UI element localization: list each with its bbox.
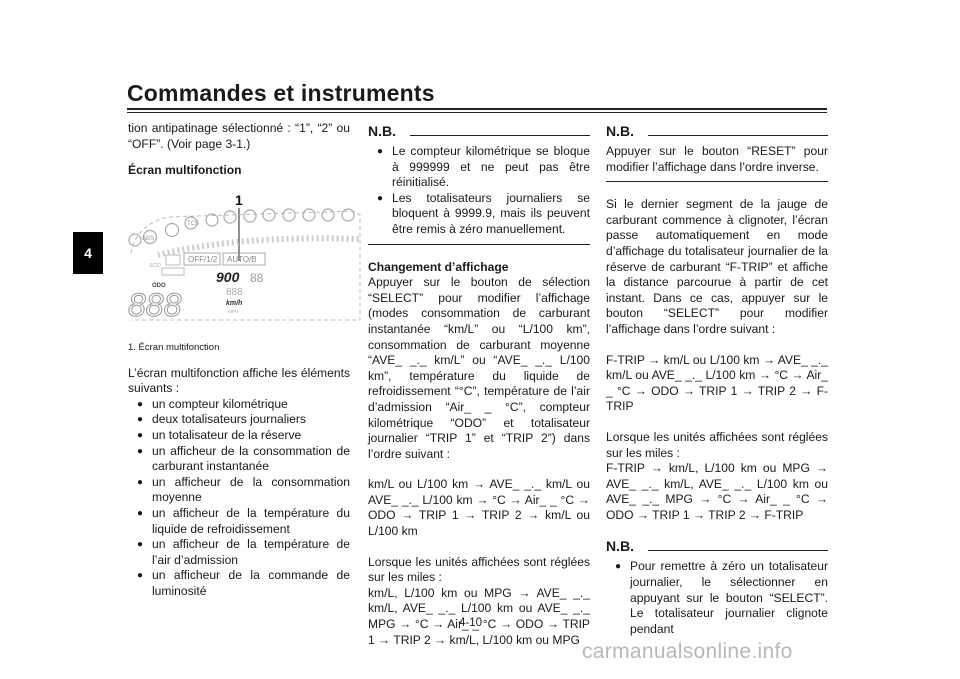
mode-box-2: [222, 252, 266, 266]
column-1-lower: 1. Écran multifonction L’écran multifonc…: [128, 340, 350, 600]
section-heading-ecran: Écran multifonction: [128, 163, 242, 178]
note-text: Appuyer sur le bouton “RESET” pour modif…: [606, 144, 828, 174]
paragraph: km/L ou L/100 km → AVE_ _._ km/L ou AVE_…: [368, 477, 590, 539]
trip-readout: 900: [216, 269, 240, 285]
paragraph: Si le dernier segment de la jauge de car…: [606, 197, 828, 336]
list-item: un afficheur de la température du liquid…: [128, 506, 350, 537]
note-item: Le compteur kilométrique se bloque à 999…: [368, 144, 590, 191]
paragraph: Appuyer sur le bouton de sélection “SELE…: [368, 275, 590, 461]
note-item: Pour remettre à zéro un totalisateur jou…: [606, 559, 828, 637]
svg-text:ABS: ABS: [142, 236, 154, 242]
paragraph: F-TRIP → km/L ou L/100 km → AVE_ _._ km/…: [606, 352, 828, 414]
note-label: N.B.: [368, 123, 396, 139]
page-title: Commandes et instruments: [127, 80, 435, 106]
note-header: N.B.: [606, 539, 828, 553]
list-item: un totalisateur de la réserve: [128, 428, 350, 444]
odo-label: ODO: [152, 283, 166, 289]
note-list: Le compteur kilométrique se bloque à 999…: [368, 144, 590, 238]
figure-caption: 1. Écran multifonction: [128, 342, 220, 353]
svg-text:88: 88: [250, 271, 264, 285]
speed-unit: km/h: [226, 300, 242, 307]
speed-digits: 888: [128, 287, 182, 323]
paragraph: km/L, L/100 km ou MPG → AVE_ _._ km/L, A…: [368, 585, 590, 647]
note-end-rule: [368, 243, 590, 245]
header-rule: [127, 108, 827, 110]
paragraph: Lorsque les unités affichées sont réglée…: [606, 429, 828, 460]
list-item: un afficheur de la consommation moyenne: [128, 475, 350, 506]
multifunction-display-figure: 1 ABS TCS OFF/1/2 AUTO/B 900 88 ODO 888 …: [128, 195, 361, 324]
list-item: un compteur kilométrique: [128, 397, 350, 413]
mode-box-1: [183, 252, 221, 266]
note-list: Pour remettre à zéro un totalisateur jou…: [606, 559, 828, 637]
svg-text:888: 888: [226, 287, 243, 298]
mode-label-1: OFF/1/2: [188, 255, 218, 264]
note-header: N.B.: [606, 124, 828, 138]
header-rule-thin: [127, 112, 827, 113]
column-3: N.B. Appuyer sur le bouton “RESET” pour …: [606, 124, 828, 637]
indicator-lights: [128, 208, 355, 247]
list-item: un afficheur de la commande de luminosit…: [128, 568, 350, 599]
list-item: deux totalisateurs journaliers: [128, 412, 350, 428]
paragraph: Lorsque les unités affichées sont réglée…: [368, 554, 590, 585]
note-item: Les totalisateurs journaliers se bloquen…: [368, 191, 590, 238]
svg-text:ECO: ECO: [150, 263, 161, 269]
svg-text:MPH: MPH: [228, 309, 238, 314]
note-label: N.B.: [606, 123, 634, 139]
section-heading-changement: Changement d’affichage: [368, 259, 509, 274]
figure-frame: [130, 210, 361, 321]
note-header: N.B.: [368, 124, 590, 138]
watermark: carmanualsonline.info: [582, 640, 793, 663]
display-items-list: un compteur kilométrique deux totalisate…: [128, 397, 350, 600]
list-item: un afficheur de la température de l’air …: [128, 537, 350, 568]
intro-text: tion antipatinage sélectionné : “1”, “2”…: [128, 121, 350, 151]
column-1: tion antipatinage sélectionné : “1”, “2”…: [128, 121, 350, 179]
body-text: L’écran multifonction affiche les élémen…: [128, 365, 350, 396]
note-label: N.B.: [606, 538, 634, 555]
svg-text:TCS: TCS: [187, 221, 199, 227]
figure-callout-1: 1: [235, 195, 243, 208]
paragraph: F-TRIP → km/L, L/100 km ou MPG → AVE_ _.…: [606, 461, 828, 522]
page-number: 4-10: [459, 617, 483, 629]
note-end-rule: [606, 181, 828, 183]
tachometer-bar: [157, 235, 361, 258]
chapter-tab: 4: [73, 232, 103, 274]
column-2: N.B. Le compteur kilométrique se bloque …: [368, 124, 590, 648]
mode-label-2: AUTO/B: [227, 255, 257, 264]
list-item: un afficheur de la consommation de carbu…: [128, 444, 350, 475]
